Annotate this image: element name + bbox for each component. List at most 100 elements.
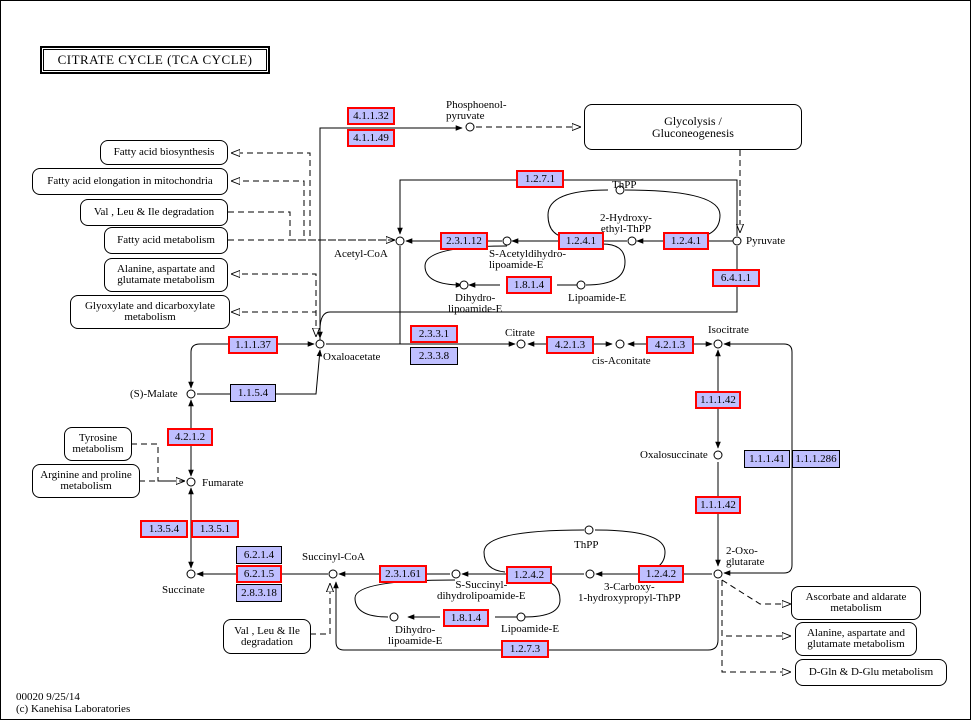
enzyme-2-3-3-8[interactable]: 2.3.3.8 (410, 347, 458, 365)
e1271-loop-line (397, 179, 738, 236)
enzyme-4-2-1-2[interactable]: 4.2.1.2 (167, 428, 213, 446)
enzyme-1-1-1-37[interactable]: 1.1.1.37 (228, 336, 278, 354)
label-isocitrate: Isocitrate (708, 324, 749, 336)
label-acetylcoa: Acetyl-CoA (334, 248, 388, 260)
label-dihydrolip2: Dihydro- lipoamide-E (388, 624, 443, 647)
enzyme-1-1-1-42-b[interactable]: 1.1.1.42 (695, 496, 741, 514)
pathway-arginine-proline[interactable]: Arginine and proline metabolism (32, 464, 140, 498)
compound-node-lipoamide2[interactable] (516, 612, 526, 622)
enzyme-4-1-1-32[interactable]: 4.1.1.32 (347, 107, 395, 125)
lipo-cycle1-right (585, 243, 626, 286)
label-oxoglutarate: 2-Oxo- glutarate (726, 545, 765, 568)
link-ala2 (721, 580, 790, 636)
enzyme-1-3-5-4[interactable]: 1.3.5.4 (140, 520, 188, 538)
footer-copyright: (c) Kanehisa Laboratories (16, 703, 131, 715)
label-pep: Phosphoenol- pyruvate (446, 99, 507, 122)
compound-node-isocitrate[interactable] (713, 339, 723, 349)
footer-id-date: 00020 9/25/14 (16, 691, 80, 703)
label-malate: (S)-Malate (130, 388, 178, 400)
compound-node-ssuccinyl[interactable] (451, 569, 461, 579)
link-ala-asp-glu (232, 274, 317, 336)
compound-node-dihydrolip2[interactable] (389, 612, 399, 622)
enzyme-2-3-3-1[interactable]: 2.3.3.1 (410, 325, 458, 343)
pathway-val-leu-ile-degradation[interactable]: Val , Leu & Ile degradation (80, 199, 228, 226)
compound-node-oxalosuccinate[interactable] (713, 450, 723, 460)
label-carboxy: 3-Carboxy- 1-hydroxypropyl-ThPP (578, 581, 681, 604)
enzyme-1-8-1-4-a[interactable]: 1.8.1.4 (506, 276, 552, 294)
enzyme-1-2-4-2-b[interactable]: 1.2.4.2 (638, 565, 684, 583)
pathway-fatty-acid-metabolism[interactable]: Fatty acid metabolism (104, 227, 228, 254)
pathway-fatty-acid-biosynthesis[interactable]: Fatty acid biosynthesis (100, 140, 228, 165)
pathway-d-gln-d-glu[interactable]: D-Gln & D-Glu metabolism (795, 659, 947, 686)
enzyme-2-3-1-12[interactable]: 2.3.1.12 (440, 232, 488, 250)
compound-node-oxoglutarate[interactable] (713, 569, 723, 579)
lipo2-cycle-right (523, 579, 561, 618)
label-citrate: Citrate (505, 327, 535, 339)
compound-node-sacetyl[interactable] (502, 236, 512, 246)
link-fa-elong (232, 181, 305, 236)
enzyme-6-2-1-4[interactable]: 6.2.1.4 (236, 546, 282, 564)
enzyme-6-2-1-5[interactable]: 6.2.1.5 (236, 565, 282, 583)
link-vli2 (310, 584, 330, 635)
pathway-val-leu-ile-degradation-2[interactable]: Val , Leu & Ile degradation (223, 619, 311, 654)
compound-node-oxaloacetate[interactable] (315, 339, 325, 349)
pathway-ala-asp-glu-2[interactable]: Alanine, aspartate and glutamate metabol… (795, 622, 917, 656)
compound-node-cisaconitate[interactable] (615, 339, 625, 349)
label-dihydrolip1: Dihydro- lipoamide-E (448, 292, 503, 315)
enzyme-1-1-1-286[interactable]: 1.1.1.286 (792, 450, 840, 468)
compound-node-dihydrolip1[interactable] (459, 280, 469, 290)
link-vli (228, 211, 394, 240)
enzyme-1-1-1-42-a[interactable]: 1.1.1.42 (695, 391, 741, 409)
compound-node-pep[interactable] (465, 122, 475, 132)
label-oxalosuccinate: Oxalosuccinate (640, 449, 708, 461)
link-tyrosine (131, 443, 184, 481)
label-fumarate: Fumarate (202, 477, 244, 489)
compound-node-thpp2[interactable] (584, 525, 594, 535)
compound-node-succinate[interactable] (186, 569, 196, 579)
compound-node-pyruvate[interactable] (732, 236, 742, 246)
link-glyox (232, 300, 317, 312)
enzyme-1-2-4-1-a[interactable]: 1.2.4.1 (558, 232, 604, 250)
compound-node-acetylcoa[interactable] (395, 236, 405, 246)
compound-node-citrate[interactable] (516, 339, 526, 349)
enzyme-1-1-1-41[interactable]: 1.1.1.41 (744, 450, 790, 468)
enzyme-1-1-5-4[interactable]: 1.1.5.4 (230, 384, 276, 402)
oxaloacetate-to-pep-line (319, 125, 463, 340)
enzyme-1-2-4-2-a[interactable]: 1.2.4.2 (506, 566, 552, 584)
enzyme-1-2-7-3[interactable]: 1.2.7.3 (501, 640, 549, 658)
compound-node-fumarate[interactable] (186, 477, 196, 487)
label-hydroxyethyl: 2-Hydroxy- ethyl-ThPP (600, 212, 652, 235)
label-oxaloacetate: Oxaloacetate (323, 351, 381, 363)
compound-node-carboxy[interactable] (585, 569, 595, 579)
enzyme-2-3-1-61[interactable]: 2.3.1.61 (379, 565, 427, 583)
enzyme-4-2-1-3-b[interactable]: 4.2.1.3 (646, 336, 694, 354)
label-thpp2: ThPP (574, 539, 599, 551)
compound-node-hydroxyethyl[interactable] (627, 236, 637, 246)
pathway-tyrosine[interactable]: Tyrosine metabolism (64, 427, 132, 461)
enzyme-1-2-7-1[interactable]: 1.2.7.1 (516, 170, 564, 188)
oxaloacetate-malate-line (188, 341, 315, 389)
pathway-ascorbate[interactable]: Ascorbate and aldarate metabolism (791, 586, 921, 620)
pathway-glyoxylate[interactable]: Glyoxylate and dicarboxylate metabolism (70, 295, 230, 329)
label-succinate: Succinate (162, 584, 205, 596)
pathway-fatty-acid-elongation[interactable]: Fatty acid elongation in mitochondria (32, 168, 228, 195)
pathway-glycolysis[interactable]: Glycolysis / Gluconeogenesis (584, 104, 802, 150)
pathway-ala-asp-glu[interactable]: Alanine, aspartate and glutamate metabol… (104, 258, 228, 292)
label-thpp1: ThPP (612, 179, 637, 191)
enzyme-1-3-5-1[interactable]: 1.3.5.1 (191, 520, 239, 538)
enzyme-1-8-1-4-b[interactable]: 1.8.1.4 (443, 609, 489, 627)
page-title: CITRATE CYCLE (TCA CYCLE) (40, 46, 270, 74)
label-pyruvate: Pyruvate (746, 235, 786, 247)
compound-node-succinylcoa[interactable] (328, 569, 338, 579)
enzyme-4-2-1-3-a[interactable]: 4.2.1.3 (546, 336, 594, 354)
compound-node-lipoamide1[interactable] (576, 280, 586, 290)
link-ascorbate (721, 579, 790, 604)
enzyme-6-4-1-1[interactable]: 6.4.1.1 (712, 269, 760, 287)
enzyme-2-8-3-18[interactable]: 2.8.3.18 (236, 584, 282, 602)
compound-node-malate[interactable] (186, 389, 196, 399)
link-fa-bio (232, 153, 311, 236)
enzyme-1-2-4-1-b[interactable]: 1.2.4.1 (663, 232, 709, 250)
compound-node-thpp1[interactable] (615, 185, 625, 195)
enzyme-4-1-1-49[interactable]: 4.1.1.49 (347, 129, 395, 147)
thpp2-cycle-left (483, 529, 585, 573)
